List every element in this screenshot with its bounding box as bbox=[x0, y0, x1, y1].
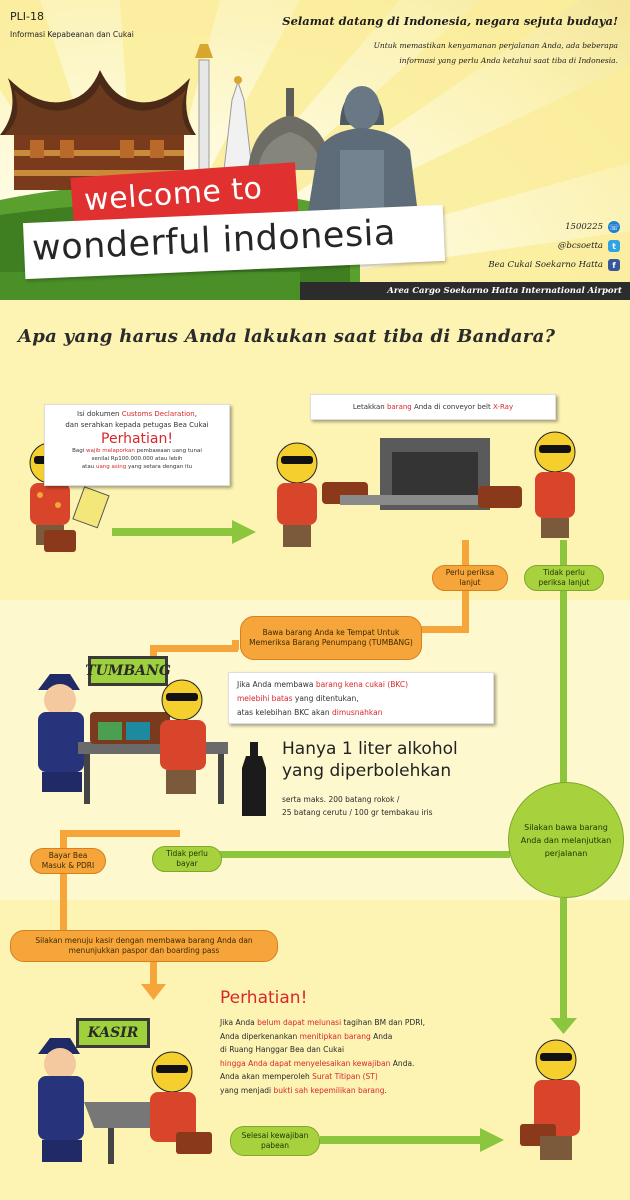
bkc-line1: Jika Anda membawa barang kena cukai (BKC… bbox=[237, 680, 409, 689]
cashier-counter-icon bbox=[84, 1102, 170, 1164]
statue-icon bbox=[305, 86, 420, 230]
phone-icon: ☏ bbox=[608, 221, 620, 233]
traveler-xray-right-icon bbox=[478, 431, 576, 538]
decision-tidak-perlu-bayar: Tidak perlu bayar bbox=[152, 846, 222, 872]
customs-officer-tumbang-icon bbox=[38, 674, 84, 792]
step1-line2: dan serahkan kepada petugas Bea Cukai bbox=[65, 421, 209, 429]
airport-label: Area Cargo Soekarno Hatta International … bbox=[387, 286, 622, 296]
stupa-icon bbox=[248, 88, 332, 170]
contact-phone[interactable]: 1500225 ☏ bbox=[420, 219, 620, 235]
traveler-step2-icon bbox=[276, 442, 368, 547]
kasir-sign: KASIR bbox=[76, 1018, 150, 1048]
document-subtitle: Informasi Kepabeanan dan Cukai bbox=[10, 30, 134, 39]
traveler-final-icon bbox=[520, 1039, 580, 1160]
alcohol-limit: Hanya 1 liter alkohol yang diperbolehkan bbox=[282, 738, 458, 782]
customs-declaration-card: Isi dokumen Customs Declaration, dan ser… bbox=[44, 404, 230, 486]
inspection-table-icon bbox=[78, 712, 228, 804]
decision-perlu-periksa: Perlu periksa lanjut bbox=[432, 565, 508, 591]
decision-bayar-bea: Bayar Bea Masuk & PDRI bbox=[30, 848, 106, 874]
selesai-pabean: Selesai kewajiban pabean bbox=[230, 1126, 320, 1156]
warning2-text: Jika Anda belum dapat melunasi tagihan B… bbox=[220, 1016, 510, 1097]
contact-twitter[interactable]: @bcsoetta t bbox=[420, 238, 620, 254]
warning2-title: Perhatian! bbox=[220, 988, 308, 1008]
arrow-step1-to-step2-icon bbox=[112, 520, 256, 544]
tobacco-limit-line2: 25 batang cerutu / 100 gr tembakau iris bbox=[282, 808, 433, 817]
step1-line1: Isi dokumen Customs Declaration, bbox=[77, 410, 197, 418]
alcohol-limit-line2: yang diperbolehkan bbox=[282, 761, 452, 781]
bkc-line2: melebihi batas yang ditentukan, bbox=[237, 694, 359, 703]
rumah-gadang-icon bbox=[0, 70, 196, 190]
step1-note3: atau uang asing yang setara dengan itu bbox=[81, 464, 193, 470]
facebook-icon: f bbox=[608, 259, 620, 271]
w2-line6: yang menjadi bukti sah kepemilikan baran… bbox=[220, 1085, 387, 1095]
step1-note2: senilai Rp100.000.000 atau lebih bbox=[91, 456, 183, 462]
w2-line3: di Ruang Hanggar Bea dan Cukai bbox=[220, 1045, 345, 1054]
airport-bar: Area Cargo Soekarno Hatta International … bbox=[300, 282, 630, 300]
welcome-text: Untuk memastikan kenyamanan perjalanan A… bbox=[373, 41, 618, 65]
tumbang-instruction: Bawa barang Anda ke Tempat Untuk Memerik… bbox=[240, 616, 422, 660]
bkc-line3: atas kelebihan BKC akan dimusnahkan bbox=[237, 708, 383, 717]
header-banner: PLI-18 Informasi Kepabeanan dan Cukai Se… bbox=[0, 0, 630, 300]
w2-line2: Anda diperkenankan menitipkan barang And… bbox=[220, 1031, 393, 1041]
step1-warning-title: Perhatian! bbox=[101, 431, 173, 447]
traveler-tumbang-icon bbox=[160, 679, 206, 794]
xray-machine-icon bbox=[340, 438, 520, 510]
w2-line1: Jika Anda belum dapat melunasi tagihan B… bbox=[220, 1018, 426, 1027]
bkc-warning-card: Jika Anda membawa barang kena cukai (BKC… bbox=[228, 672, 494, 724]
alcohol-bottle-icon bbox=[242, 742, 266, 816]
document-code: PLI-18 bbox=[10, 10, 44, 23]
decision-tidak-perlu-periksa: Tidak perlu periksa lanjut bbox=[524, 565, 604, 591]
contact-facebook-label: Bea Cukai Soekarno Hatta bbox=[488, 260, 603, 270]
xray-instruction-card: Letakkan barang Anda di conveyor belt X-… bbox=[310, 394, 556, 420]
tobacco-limit: serta maks. 200 batang rokok / 25 batang… bbox=[282, 793, 433, 819]
customs-officer-kasir-icon bbox=[38, 1038, 84, 1162]
alcohol-limit-line1: Hanya 1 liter alkohol bbox=[282, 739, 458, 759]
tumbang-sign: TUMBANG bbox=[85, 656, 171, 686]
twitter-icon: t bbox=[608, 240, 620, 252]
welcome-heading: Selamat datang di Indonesia, negara seju… bbox=[282, 14, 618, 28]
contact-phone-label: 1500225 bbox=[565, 222, 603, 232]
step2-text: Letakkan barang Anda di conveyor belt X-… bbox=[352, 402, 514, 411]
continue-journey-circle: Silakan bawa barang Anda dan melanjutkan… bbox=[508, 782, 624, 898]
contact-facebook[interactable]: Bea Cukai Soekarno Hatta f bbox=[420, 257, 620, 273]
kasir-instruction: Silakan menuju kasir dengan membawa bara… bbox=[10, 930, 278, 962]
contact-twitter-label: @bcsoetta bbox=[557, 241, 603, 251]
w2-line5: Anda akan memperoleh Surat Titipan (ST) bbox=[220, 1072, 378, 1081]
step1-note1: Bagi wajib melaporkan pembawaan uang tun… bbox=[72, 448, 202, 454]
traveler-kasir-icon bbox=[150, 1051, 212, 1154]
w2-line4: hingga Anda dapat menyelesaikan kewajiba… bbox=[220, 1058, 415, 1068]
tobacco-limit-line1: serta maks. 200 batang rokok / bbox=[282, 795, 400, 804]
page-title: Apa yang harus Anda lakukan saat tiba di… bbox=[18, 326, 556, 347]
